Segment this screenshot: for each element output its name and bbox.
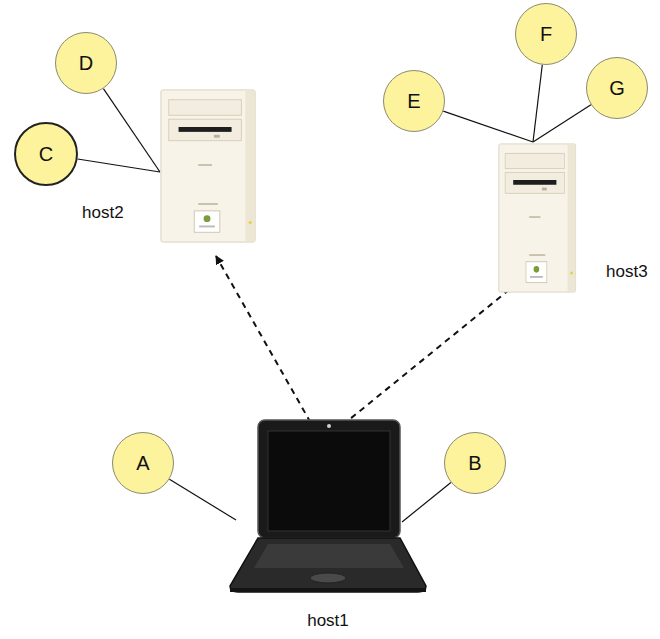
callout-letter: G [609, 77, 625, 100]
callout-circle: B [444, 432, 506, 494]
host-label: host2 [82, 203, 124, 223]
tower-computer [155, 88, 263, 244]
host-computer: host1 [228, 418, 428, 596]
callout-circle: A [112, 432, 174, 494]
network-link [216, 256, 316, 432]
callout-letter: F [540, 23, 552, 46]
host-label: host1 [307, 611, 349, 631]
network-link [334, 272, 531, 432]
laptop-computer [228, 418, 428, 596]
callout-circle: F [515, 3, 577, 65]
host-computer: host2 [155, 88, 263, 244]
callout-letter: D [79, 52, 93, 75]
callout-letter: A [136, 452, 149, 475]
leader-line [533, 65, 542, 142]
callout-letter: B [468, 452, 481, 475]
callout-letter: E [407, 90, 420, 113]
callout-letter: C [39, 143, 53, 166]
leader-line [78, 159, 160, 172]
callout-circle: E [383, 70, 445, 132]
leader-line [402, 482, 451, 522]
callout-circle: D [55, 32, 117, 94]
leader-line [103, 89, 160, 172]
leader-line [533, 105, 591, 142]
leader-line [169, 479, 236, 520]
callout-circle: C [14, 122, 78, 186]
host-computer: host3 [494, 142, 582, 294]
callout-circle: G [586, 57, 648, 119]
host-label: host3 [606, 262, 648, 282]
tower-computer [494, 142, 582, 294]
leader-line [443, 111, 533, 142]
